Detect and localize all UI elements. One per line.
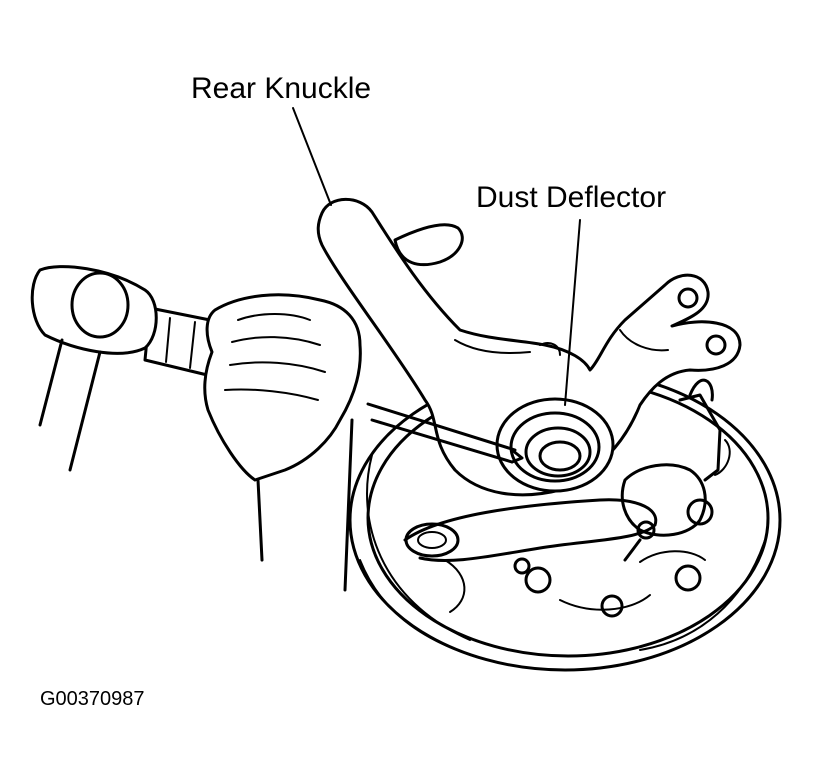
dust-deflector: [495, 397, 615, 493]
rear-knuckle: [316, 197, 742, 497]
hammer: [30, 265, 158, 472]
brake-hardware: [620, 378, 731, 562]
dust-deflector-label: Dust Deflector: [476, 181, 667, 214]
rear-knuckle-leader: [292, 107, 332, 206]
dust-deflector-leader: [564, 219, 581, 406]
rear-knuckle-label: Rear Knuckle: [191, 72, 372, 105]
hand: [203, 293, 362, 592]
figure-id: G00370987: [40, 688, 145, 710]
lower-link: [403, 498, 658, 563]
leader-lines: [292, 107, 581, 406]
